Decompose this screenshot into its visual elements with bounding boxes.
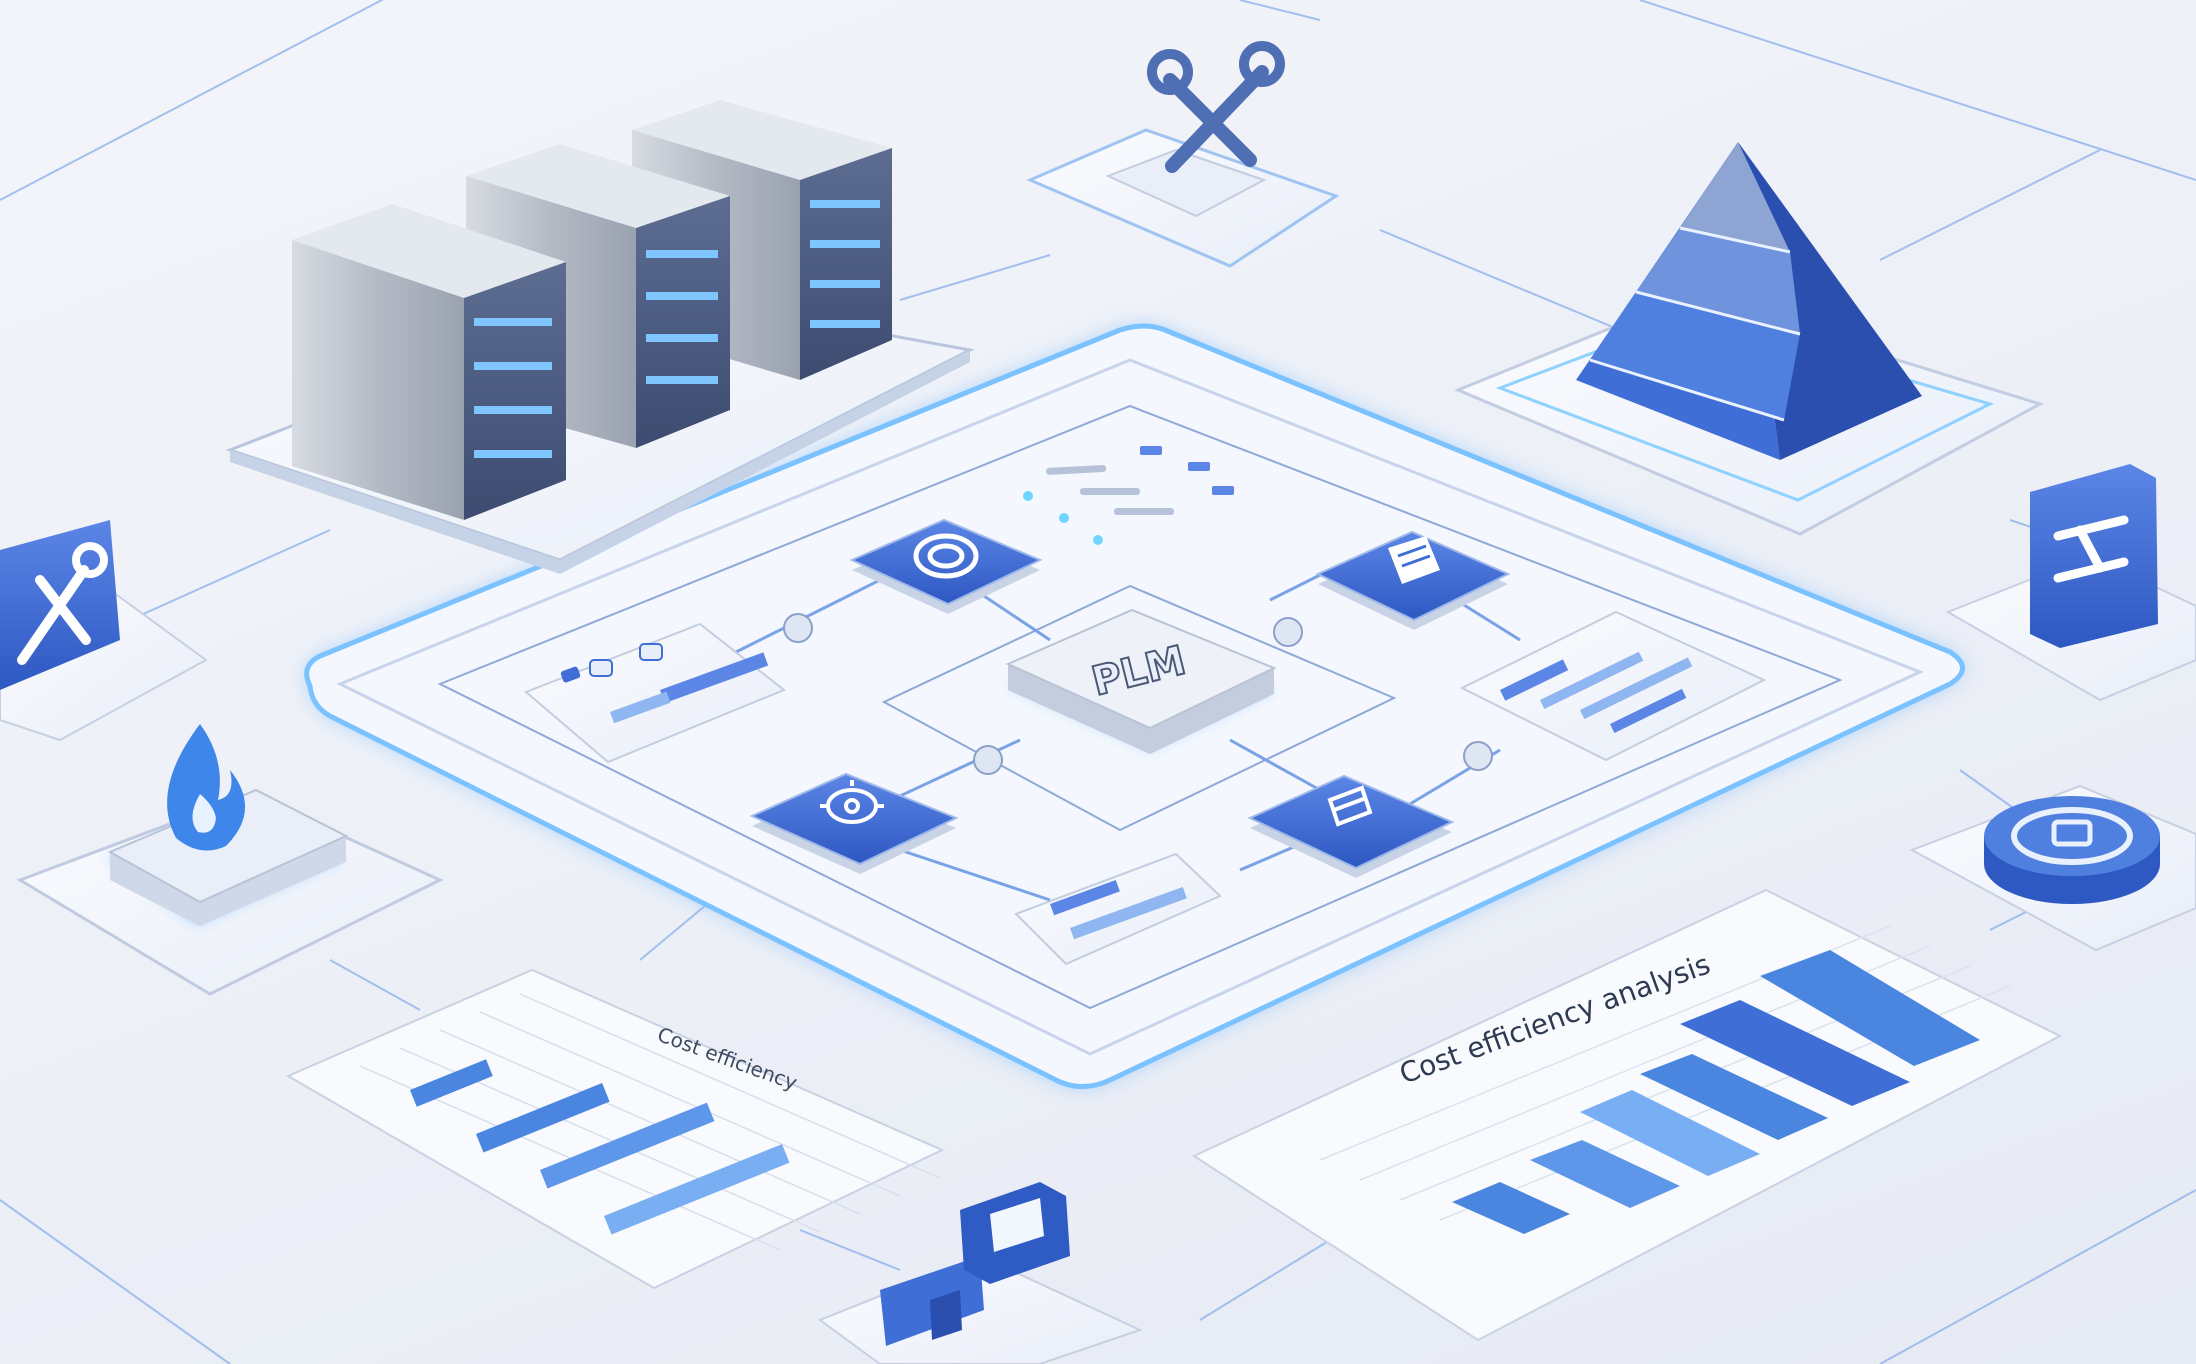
coin-icon: [1984, 796, 2160, 904]
right-mini-panel: [1459, 610, 1767, 762]
flame-tile[interactable]: [16, 724, 444, 996]
center-node-settings[interactable]: [749, 772, 959, 874]
tools-icon: [1147, 41, 1285, 173]
plm-hub[interactable]: PLM: [1005, 608, 1277, 754]
connector-icon: [2053, 515, 2129, 583]
center-node-document[interactable]: [1315, 530, 1511, 630]
legend-text-lines: [1023, 446, 1234, 545]
left-chart-panel: Cost efficiency: [285, 968, 945, 1290]
center-node-folder[interactable]: [1247, 774, 1455, 878]
target-icon: [913, 533, 979, 579]
settings-gear-icon: [820, 780, 884, 824]
tools-tile[interactable]: [1026, 41, 1340, 268]
bottom-mini-panel: [1014, 852, 1222, 966]
pyramid-tile[interactable]: [1454, 142, 2044, 536]
left-chart-bars: [410, 1059, 790, 1235]
server-rack-icon: [292, 100, 892, 520]
right-chart-bars: [1452, 950, 1980, 1234]
connector-tile[interactable]: [1945, 464, 2196, 702]
wrench-icon: [17, 542, 108, 665]
hand-truck-tile[interactable]: [817, 1182, 1143, 1364]
hand-truck-icon: [880, 1182, 1070, 1346]
junction-dots: [783, 613, 1493, 775]
server-rack-group: [225, 100, 975, 574]
folder-icon: [1327, 785, 1373, 827]
hub-frame: [881, 584, 1397, 832]
center-node-target[interactable]: [849, 518, 1043, 614]
document-icon: [1388, 536, 1440, 584]
wrench-tile[interactable]: [0, 520, 208, 742]
coin-tile[interactable]: [1909, 784, 2196, 952]
flame-icon: [167, 724, 246, 851]
left-mini-panel: [524, 622, 786, 764]
pyramid-icon: [1576, 142, 1922, 460]
